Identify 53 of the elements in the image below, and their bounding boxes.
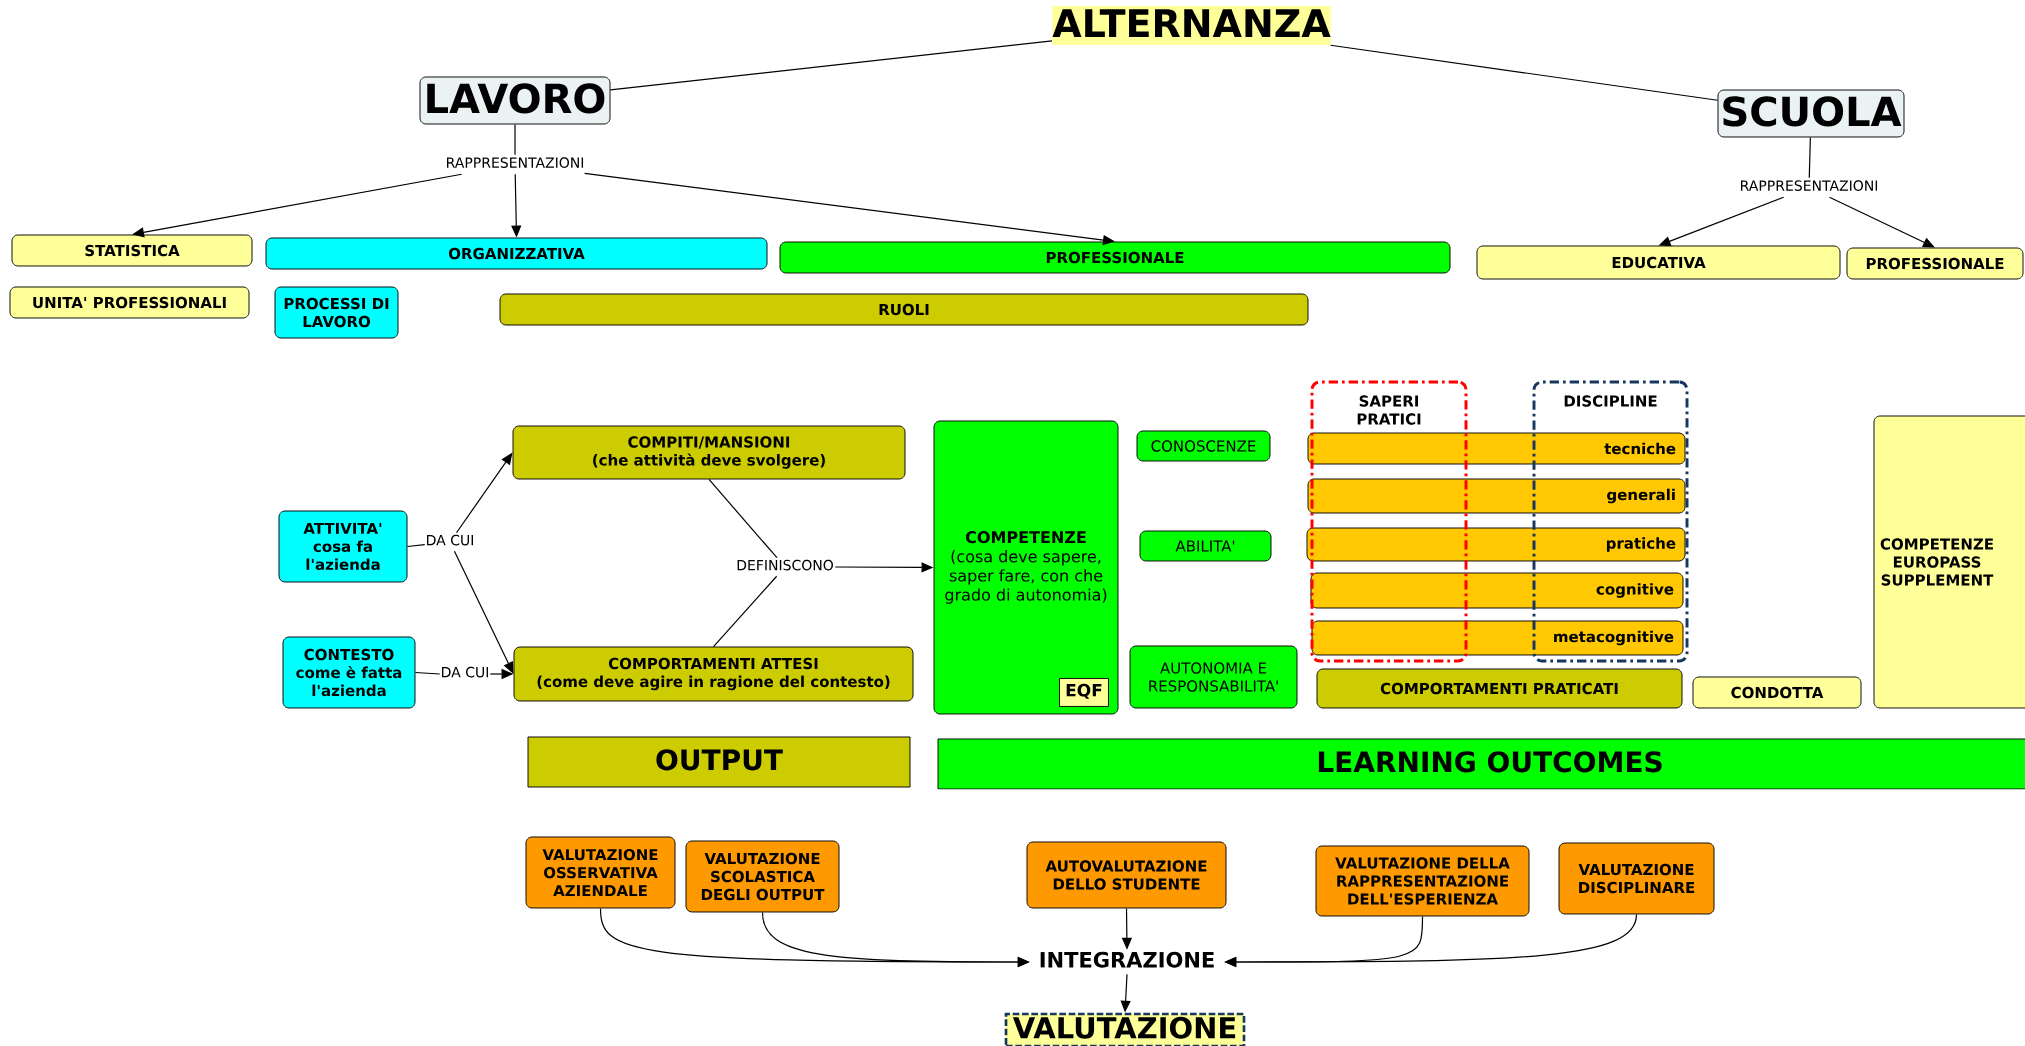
concept-box: PROFESSIONALE [1846,247,2024,280]
concept-box: COMPETENZE EUROPASS SUPPLEMENT [1873,415,2025,709]
concept-box: STATISTICA [11,234,253,267]
concept-bar: metacognitive [1311,620,1684,656]
concept-box: ABILITA' [1139,530,1272,562]
concept-box: PROFESSIONALE [779,241,1451,274]
concept-box: PROCESSI DI LAVORO [274,286,399,339]
concept-box: COMPORTAMENTI PRATICATI [1316,668,1683,709]
concept-box: SCUOLA [1717,89,1905,138]
band: OUTPUT [527,736,911,788]
concept-bar: generali [1307,478,1686,514]
concept-bar: tecniche [1307,432,1686,465]
linking-phrase: DEFINISCONO [735,558,835,576]
concept-box: CONTESTO come è fatta l'azienda [282,636,416,709]
concept-bar: pratiche [1306,527,1686,562]
concept-bar: cognitive [1310,572,1684,609]
arrow [453,550,514,674]
group-frame: SAPERI PRATICI [1310,380,1468,663]
connector-line [414,671,441,675]
concept-box: ORGANIZZATIVA [265,237,768,270]
concept-box: CONOSCENZE [1136,430,1271,462]
connector-line [1808,136,1811,179]
concept-box: VALUTAZIONE SCOLASTICA DEGLI OUTPUT [685,840,840,913]
arrow [1828,196,1935,248]
concept-box: CONDOTTA [1692,676,1862,709]
tag-box: EQF [1059,678,1109,707]
concept-box: COMPITI/MANSIONI (che attività deve svolgere) [512,425,906,480]
arrow [132,173,463,238]
concept-box: COMPORTAMENTI ATTESI (come deve agire in ragione del contesto) [513,646,914,702]
connector-line [708,478,778,559]
concept-box: AUTONOMIA E RESPONSABILITA' [1129,645,1298,709]
title-text: ALTERNANZA [1052,6,1331,45]
concept-box: VALUTAZIONE [1004,1012,1246,1046]
concept-box: VALUTAZIONE DELLA RAPPRESENTAZIONE DELL'ESPERIENZA [1315,845,1530,917]
linking-phrase: DA CUI [425,533,475,551]
concept-box: RUOLI [499,293,1309,326]
connector-line [406,544,426,548]
connector-line [712,575,778,648]
band: LEARNING OUTCOMES [937,738,2025,790]
linking-phrase: DA CUI [440,665,490,683]
linking-phrase: RAPPRESENTAZIONI [445,155,585,174]
linking-phrase: RAPPRESENTAZIONI [1739,178,1879,197]
connector-line [609,40,1053,91]
concept-text: INTEGRAZIONE [1040,951,1214,968]
concept-box: AUTOVALUTAZIONE DELLO STUDENTE [1026,841,1227,909]
concept-box: VALUTAZIONE DISCIPLINARE [1558,842,1715,915]
concept-box: EDUCATIVA [1476,245,1841,280]
concept-box: LAVORO [419,76,611,125]
connector-line [1330,44,1719,101]
concept-box: ATTIVITA' cosa fa l'azienda [278,510,408,583]
concept-box: UNITA' PROFESSIONALI [9,286,250,319]
connector-line [514,123,516,156]
concept-box: VALUTAZIONE OSSERVATIVA AZIENDALE [525,836,676,909]
